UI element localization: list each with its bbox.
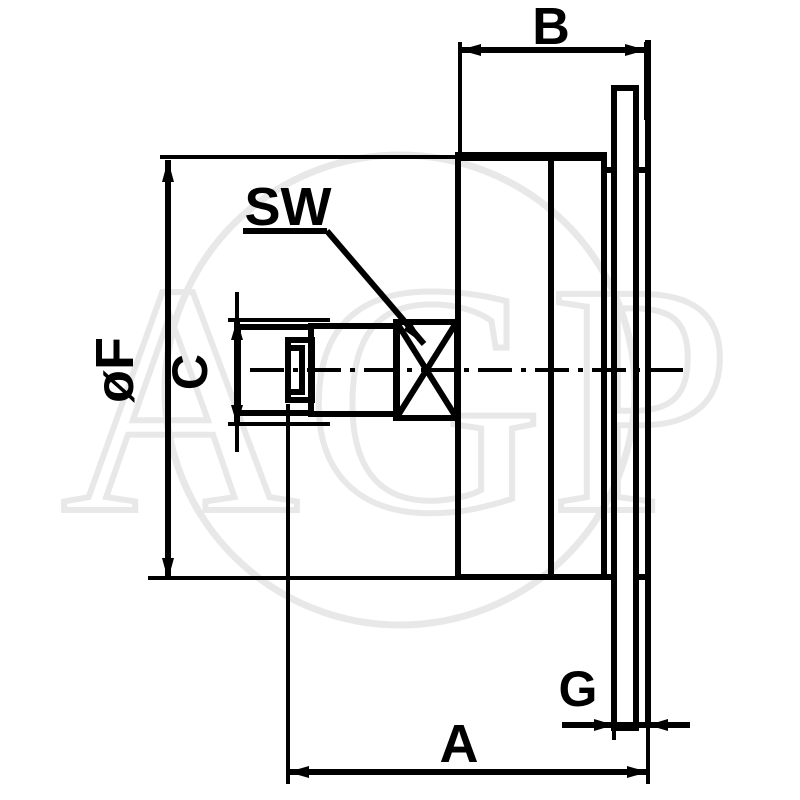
arrowhead-g-right — [648, 719, 668, 731]
arrowhead-a-left — [288, 766, 309, 778]
dimension-G: G — [559, 661, 690, 731]
dimension-label-c: C — [162, 354, 218, 390]
arrowhead-b-left — [460, 44, 481, 56]
dimension-label-sw: SW — [245, 177, 332, 237]
dimension-label-b: B — [532, 0, 570, 56]
arrowhead-sw — [404, 320, 424, 344]
dimension-A: A — [288, 714, 648, 778]
extension-lines — [148, 42, 650, 784]
arrowhead-b-right — [625, 44, 646, 56]
dimension-label-of: øF — [85, 337, 145, 403]
dimension-oF: øF — [85, 160, 174, 580]
dimension-label-g: G — [559, 661, 598, 717]
arrowhead-a-right — [627, 766, 648, 778]
arrowhead-c-top — [231, 320, 243, 340]
dimension-C: C — [162, 320, 243, 425]
arrowhead-of-top — [162, 160, 174, 182]
leader-SW — [243, 228, 427, 346]
arrowhead-of-bottom — [162, 558, 174, 580]
gauge-case-top-band — [458, 152, 604, 161]
arrowhead-g-left — [594, 719, 614, 731]
arrowhead-c-bottom — [231, 405, 243, 425]
dimension-label-a: A — [440, 714, 479, 774]
dimension-B: B — [460, 0, 646, 56]
